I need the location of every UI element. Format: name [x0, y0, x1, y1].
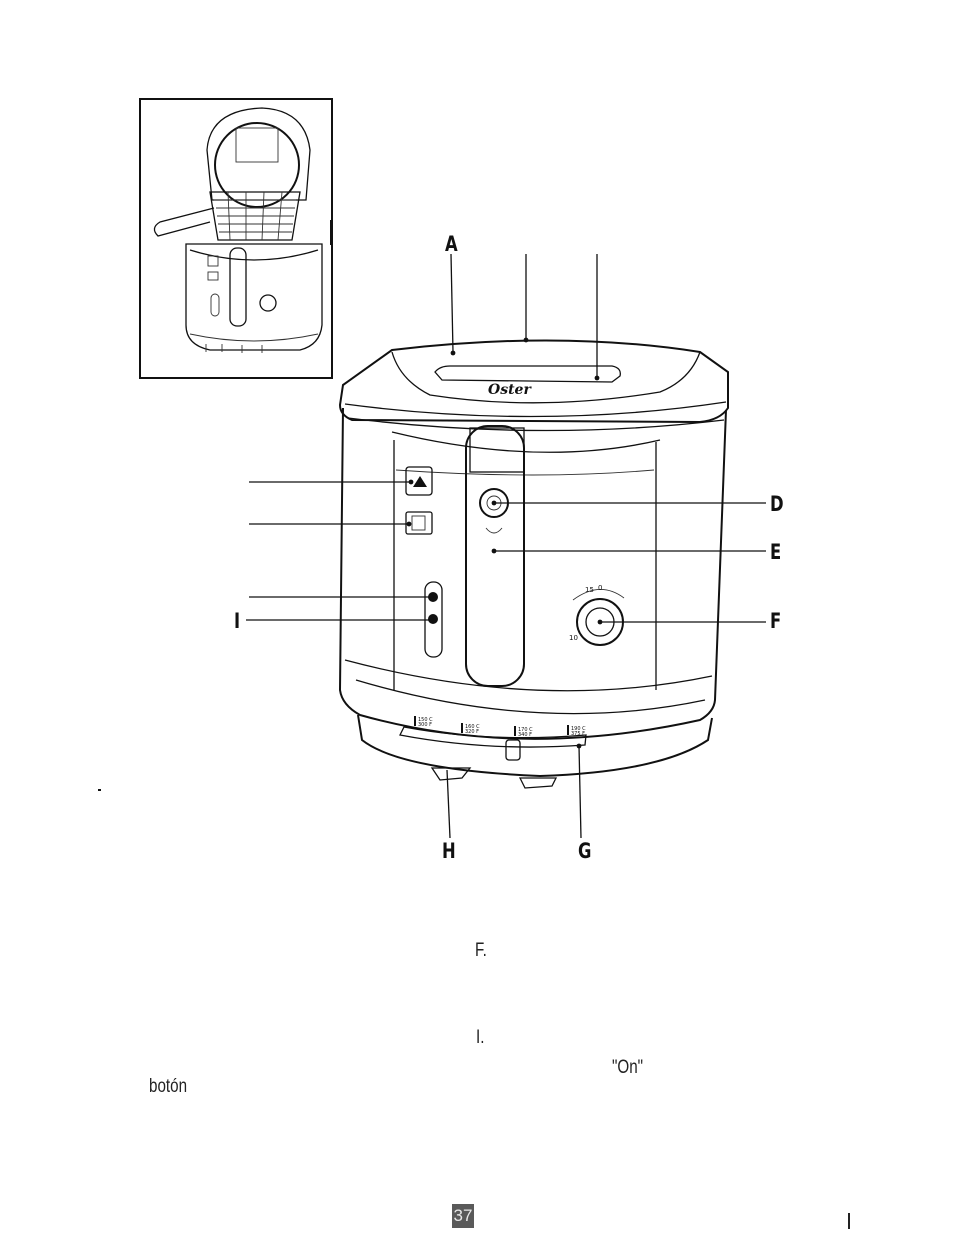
- callout-a: A: [445, 232, 458, 256]
- svg-text:320 F: 320 F: [465, 729, 479, 735]
- brand-logo: Oster: [488, 382, 532, 398]
- svg-text:300 F: 300 F: [418, 722, 432, 728]
- svg-text:375 F: 375 F: [571, 731, 585, 737]
- svg-text:150 C: 150 C: [418, 717, 433, 723]
- timer-tick-0: 0: [598, 584, 602, 592]
- callout-i: I: [234, 609, 241, 633]
- svg-text:160 C: 160 C: [465, 724, 480, 730]
- callout-h: H: [442, 839, 456, 863]
- callout-g: G: [578, 839, 592, 863]
- inset-illustration: [139, 98, 333, 379]
- text-on-quote: "On": [612, 1057, 644, 1078]
- timer-tick-15: 15: [585, 586, 594, 594]
- callout-e: E: [770, 540, 782, 564]
- timer-tick-10: 10: [569, 634, 578, 642]
- text-i-label: I.: [476, 1027, 485, 1048]
- leader-lines: [98, 253, 766, 839]
- text-boton: botón: [149, 1076, 188, 1097]
- page-number: 37: [452, 1204, 474, 1228]
- svg-text:170 C: 170 C: [518, 727, 533, 733]
- edge-mark: [848, 1213, 850, 1229]
- callout-d: D: [770, 492, 784, 516]
- callout-f: F: [770, 609, 782, 633]
- svg-text:190 C: 190 C: [571, 726, 586, 732]
- text-f-label: F.: [475, 940, 487, 961]
- svg-text:340 F: 340 F: [518, 732, 532, 738]
